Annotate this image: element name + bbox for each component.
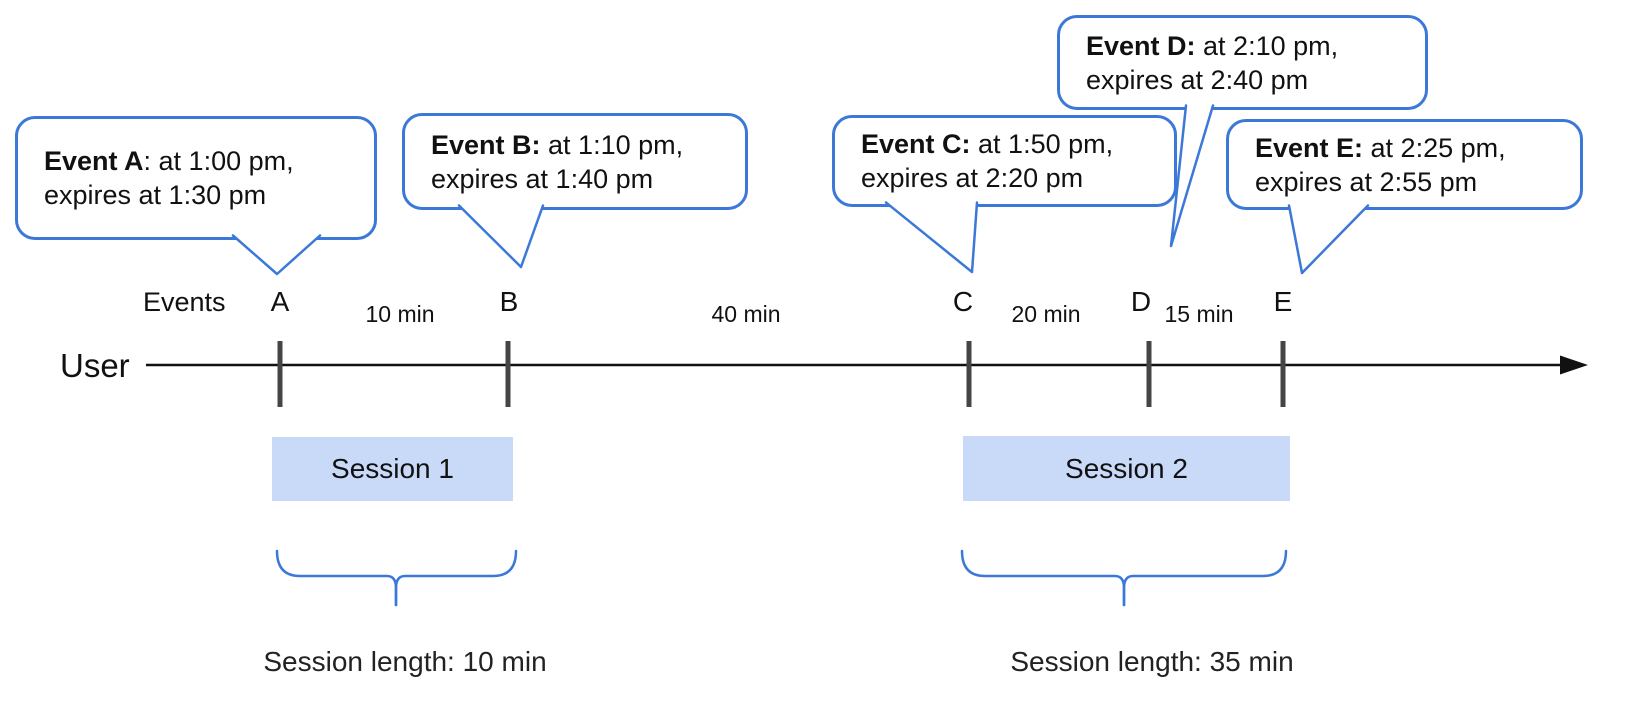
event-e-callout: Event E: at 2:25 pm, expires at 2:55 pm (1226, 119, 1583, 210)
event-c-line2: expires at 2:20 pm (861, 163, 1084, 193)
interval-c-d: 20 min (1011, 301, 1081, 327)
event-a-line1: Event A: at 1:00 pm, (44, 144, 364, 178)
event-mark-a: A (270, 286, 290, 317)
event-d-callout-tail (1169, 104, 1215, 248)
event-mark-e: E (1273, 286, 1293, 317)
event-mark-d: D (1130, 286, 1152, 317)
interval-d-e: 15 min (1164, 301, 1234, 327)
session2-bar: Session 2 (963, 436, 1290, 501)
event-b-callout-tail (457, 204, 545, 269)
event-b-title: Event B: (431, 129, 541, 160)
user-row-label: User (60, 347, 130, 384)
event-b-line1: Event B: at 1:10 pm, (431, 128, 735, 162)
event-c-title: Event C: (861, 129, 971, 159)
event-e-callout-tail (1287, 204, 1370, 275)
session2-length-caption: Session length: 35 min (1010, 646, 1294, 677)
event-a-callout-tail (231, 234, 322, 276)
event-a-time: : at 1:00 pm, (143, 146, 294, 176)
event-b-time: at 1:10 pm, (540, 129, 684, 160)
session1-label: Session 1 (331, 453, 454, 484)
event-d-callout: Event D: at 2:10 pm, expires at 2:40 pm (1057, 15, 1428, 110)
event-d-line2: expires at 2:40 pm (1086, 64, 1309, 95)
event-e-time: at 2:25 pm, (1363, 132, 1506, 163)
session2-brace (960, 549, 1288, 607)
axis-arrowhead-icon (1560, 355, 1588, 375)
event-d-time: at 2:10 pm, (1195, 30, 1339, 61)
events-row-label: Events (143, 287, 226, 317)
event-c-callout: Event C: at 1:50 pm, expires at 2:20 pm (832, 115, 1177, 207)
event-b-line2: expires at 1:40 pm (431, 163, 654, 194)
session1-length-caption: Session length: 10 min (263, 646, 547, 677)
event-a-callout: Event A: at 1:00 pm, expires at 1:30 pm (15, 116, 377, 240)
event-a-line2: expires at 1:30 pm (44, 180, 267, 210)
event-e-title: Event E: (1255, 132, 1364, 163)
event-a-title: Event A (44, 146, 144, 176)
event-d-line1: Event D: at 2:10 pm, (1086, 29, 1415, 63)
event-e-line1: Event E: at 2:25 pm, (1255, 131, 1570, 165)
interval-b-c: 40 min (711, 301, 781, 327)
event-b-callout: Event B: at 1:10 pm, expires at 1:40 pm (402, 113, 748, 210)
session1-brace (275, 549, 518, 607)
event-c-line1: Event C: at 1:50 pm, (861, 127, 1164, 161)
session1-bar: Session 1 (272, 437, 513, 501)
event-mark-b: B (499, 286, 519, 317)
event-d-title: Event D: (1086, 30, 1196, 61)
event-c-callout-tail (884, 201, 979, 274)
interval-a-b: 10 min (365, 301, 435, 327)
event-c-time: at 1:50 pm, (970, 129, 1114, 159)
event-mark-c: C (952, 286, 974, 317)
session2-label: Session 2 (1065, 452, 1188, 484)
event-e-line2: expires at 2:55 pm (1255, 166, 1478, 197)
